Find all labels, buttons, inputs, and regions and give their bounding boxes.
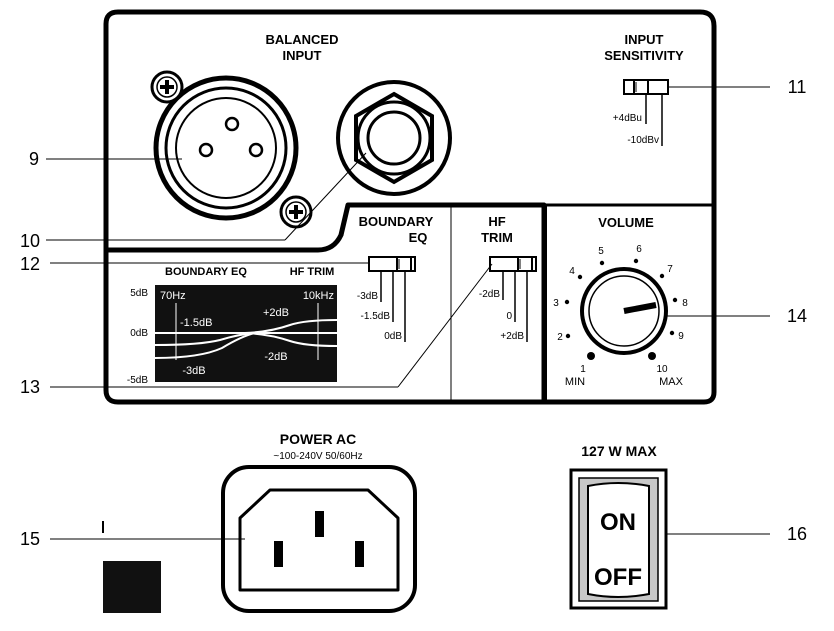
boundary-eq-opt-3: 0dB — [384, 331, 402, 342]
volume-scale-label-2: 2 — [557, 332, 563, 343]
volume-scale-label-10: 10 — [656, 364, 668, 375]
volume-scale-label-4: 4 — [569, 266, 575, 277]
callout-15: 15 — [20, 529, 40, 549]
graph-f-high: 10kHz — [303, 290, 334, 302]
volume-scale-label-9: 9 — [678, 331, 684, 342]
hf-trim-opt-2: 0 — [506, 311, 512, 322]
sensitivity-slide-switch-icon[interactable] — [623, 79, 669, 95]
volume-dot-2 — [565, 333, 571, 339]
volume-min-label: MIN — [565, 376, 585, 388]
graph-lab-m3: -3dB — [182, 365, 205, 377]
volume-scale: 1 2 3 4 5 6 7 8 9 10 — [553, 244, 688, 375]
volume-max-label: MAX — [659, 376, 684, 388]
hf-trim-opt-3: +2dB — [500, 331, 524, 342]
power-rating: ~100-240V 50/60Hz — [273, 451, 362, 462]
boundary-eq-opt-1: -3dB — [357, 291, 378, 302]
volume-title: VOLUME — [598, 215, 654, 230]
balanced-input-title-2: INPUT — [283, 48, 322, 63]
hf-trim-title-2: TRIM — [481, 230, 513, 245]
input-sensitivity-title-1: INPUT — [625, 32, 664, 47]
graph-title-right: HF TRIM — [290, 266, 335, 278]
volume-dot-7 — [659, 273, 665, 279]
sensitivity-opt-1: +4dBu — [613, 113, 642, 124]
volume-scale-label-5: 5 — [598, 246, 604, 257]
hf-trim-opt-1: -2dB — [479, 289, 500, 300]
switch-on-label: ON — [600, 509, 636, 536]
graph-lab-m15: -1.5dB — [180, 317, 212, 329]
volume-scale-label-3: 3 — [553, 298, 559, 309]
volume-dot-10 — [648, 352, 656, 360]
curve-boundary-m15 — [154, 332, 256, 346]
iec-inlet-icon[interactable] — [221, 465, 417, 613]
screw-icon — [150, 70, 184, 104]
graph-f-low: 70Hz — [160, 290, 186, 302]
graph-y-bot: -5dB — [127, 375, 148, 386]
curve-hf-p2 — [244, 319, 338, 334]
volume-dot-6 — [633, 258, 639, 264]
screw-icon-jack — [279, 195, 313, 229]
volume-dot-5 — [599, 260, 605, 266]
callout-14: 14 — [787, 306, 807, 326]
input-sensitivity-title-2: SENSITIVITY — [604, 48, 684, 63]
callout-16: 16 — [787, 524, 807, 544]
sensitivity-opt-2: -10dBv — [627, 135, 659, 146]
graph-lab-p2: +2dB — [263, 307, 289, 319]
callout-9: 9 — [29, 149, 39, 169]
callout-10: 10 — [20, 231, 40, 251]
volume-dot-9 — [669, 330, 675, 336]
hf-trim-slide-switch-icon[interactable] — [489, 256, 537, 272]
balanced-input-title-1: BALANCED — [266, 32, 339, 47]
callout-13: 13 — [20, 377, 40, 397]
volume-scale-label-6: 6 — [636, 244, 642, 255]
quarter-inch-jack-icon[interactable] — [336, 80, 452, 196]
rocker-switch-icon[interactable] — [569, 468, 668, 610]
curve-hf-m2 — [244, 332, 338, 347]
hf-trim-title-1: HF — [488, 214, 505, 229]
graph-y-mid: 0dB — [130, 328, 148, 339]
curve-boundary-m3 — [154, 332, 256, 359]
switch-rating: 127 W MAX — [581, 443, 657, 459]
callout-11: 11 — [788, 77, 807, 97]
leader-13-diag — [397, 263, 493, 388]
volume-dot-4 — [577, 274, 583, 280]
volume-dot-3 — [564, 299, 570, 305]
volume-dot-1 — [587, 352, 595, 360]
power-indicator-block — [103, 561, 161, 613]
boundary-eq-title-1: BOUNDARY — [359, 214, 434, 229]
volume-dot-8 — [672, 297, 678, 303]
switch-off-label: OFF — [594, 564, 642, 591]
volume-knob-icon[interactable] — [580, 267, 668, 355]
boundary-eq-slide-switch-icon[interactable] — [368, 256, 416, 272]
xlr-connector-icon[interactable] — [140, 66, 299, 244]
panel-outline — [103, 9, 717, 405]
graph-lab-m2: -2dB — [264, 351, 287, 363]
volume-scale-label-7: 7 — [667, 264, 673, 275]
callout-12: 12 — [20, 254, 40, 274]
volume-scale-label-8: 8 — [682, 298, 688, 309]
leader-10-diag — [284, 152, 367, 241]
boundary-eq-title-2: EQ — [409, 230, 428, 245]
graph-y-top: 5dB — [130, 288, 148, 299]
volume-scale-label-1: 1 — [580, 364, 586, 375]
graph-title-left: BOUNDARY EQ — [165, 266, 247, 278]
boundary-eq-opt-2: -1.5dB — [361, 311, 391, 322]
power-title: POWER AC — [280, 431, 356, 447]
